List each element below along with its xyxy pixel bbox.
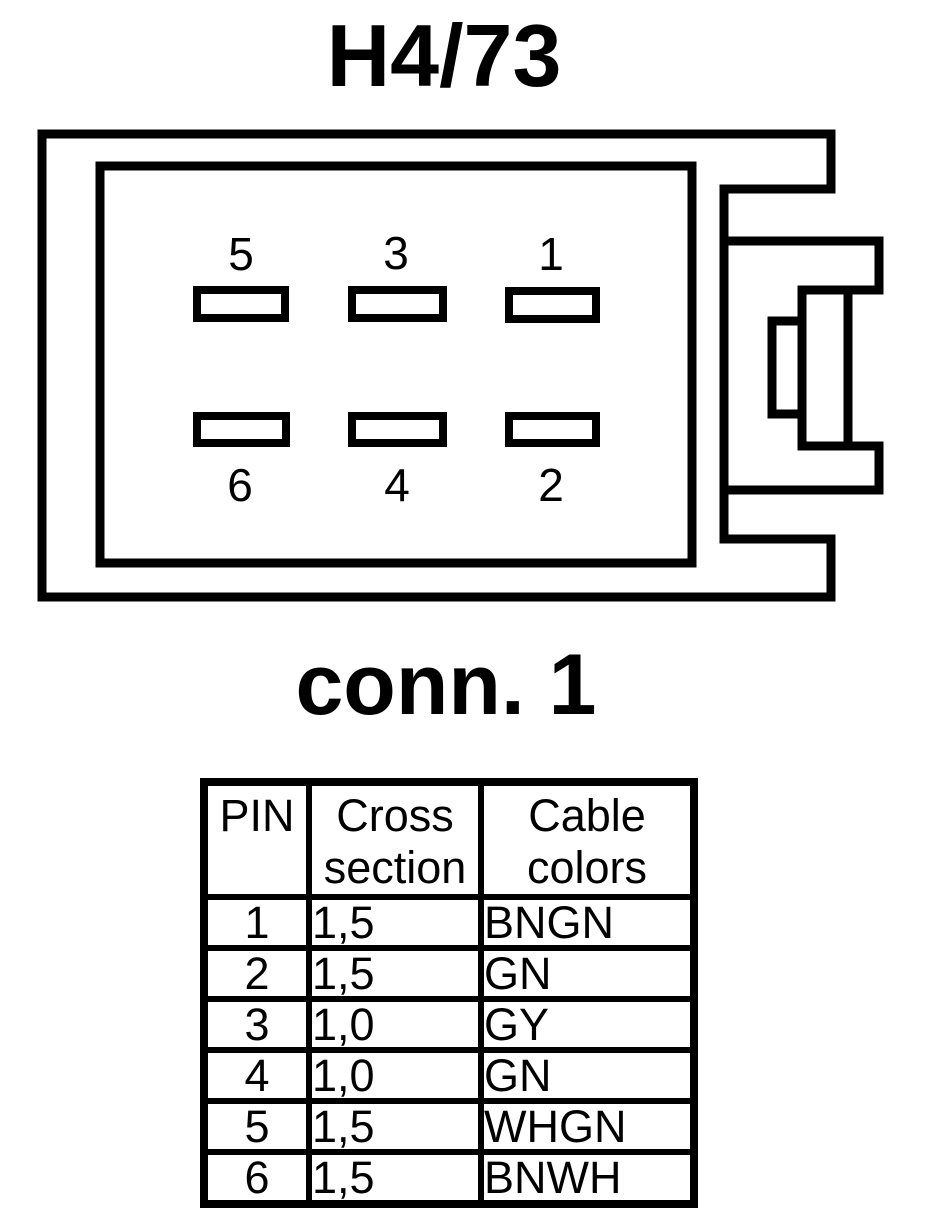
latch-tab xyxy=(797,285,853,451)
connector-diagram: 5 3 1 6 4 2 xyxy=(37,129,884,602)
cell-pin: 1 xyxy=(201,893,312,951)
pin-assignment-table: PIN Cross section Cable colors 1 1,5 BNG… xyxy=(200,778,698,1208)
pin-label-6: 6 xyxy=(227,459,253,511)
cell-cable-color: BNWH xyxy=(478,1148,697,1207)
cell-cross-section: 1,5 xyxy=(306,1097,484,1155)
page-title: H4/73 xyxy=(326,6,562,105)
table-header-cable-colors: Cable colors xyxy=(478,779,697,900)
pin-label-4: 4 xyxy=(384,459,410,511)
cell-cable-color: GN xyxy=(478,1046,697,1104)
table-row: 3 1,0 GY xyxy=(201,995,697,1053)
table-row: 2 1,5 GN xyxy=(201,944,697,1002)
pin-label-2: 2 xyxy=(538,459,564,511)
pin-slot-2 xyxy=(505,412,600,447)
table-row: 6 1,5 BNWH xyxy=(201,1148,697,1207)
latch-lower-arm xyxy=(719,441,884,495)
cell-cross-section: 1,5 xyxy=(306,1148,484,1207)
latch-button xyxy=(767,316,807,419)
cell-cross-section: 1,0 xyxy=(306,1046,484,1104)
cell-pin: 3 xyxy=(201,995,312,1053)
pin-slot-4 xyxy=(348,412,447,447)
cell-cross-section: 1,5 xyxy=(306,893,484,951)
cell-cable-color: GN xyxy=(478,944,697,1002)
pin-slot-3 xyxy=(348,286,447,322)
pin-label-5: 5 xyxy=(228,228,254,280)
table-row: 5 1,5 WHGN xyxy=(201,1097,697,1155)
table-header-row: PIN Cross section Cable colors xyxy=(201,779,697,900)
table-row: 1 1,5 BNGN xyxy=(201,893,697,951)
cell-cable-color: BNGN xyxy=(478,893,697,951)
pin-slot-1 xyxy=(505,287,600,323)
cell-pin: 6 xyxy=(201,1148,312,1207)
table-row: 4 1,0 GN xyxy=(201,1046,697,1104)
cell-cable-color: WHGN xyxy=(478,1097,697,1155)
pin-slot-6 xyxy=(193,412,290,447)
cell-pin: 2 xyxy=(201,944,312,1002)
connector-name-label: conn. 1 xyxy=(295,637,597,733)
cell-pin: 5 xyxy=(201,1097,312,1155)
pin-slot-5 xyxy=(193,286,289,322)
table-header-pin: PIN xyxy=(201,779,312,900)
latch-upper-arm xyxy=(719,236,884,295)
connector-outline xyxy=(37,129,836,602)
cell-cable-color: GY xyxy=(478,995,697,1053)
pin-label-1: 1 xyxy=(538,228,564,280)
connector-inner-cavity xyxy=(95,161,697,568)
table-header-cross-section: Cross section xyxy=(306,779,484,900)
pin-label-3: 3 xyxy=(383,227,409,279)
cell-cross-section: 1,0 xyxy=(306,995,484,1053)
cell-pin: 4 xyxy=(201,1046,312,1104)
cell-cross-section: 1,5 xyxy=(306,944,484,1002)
